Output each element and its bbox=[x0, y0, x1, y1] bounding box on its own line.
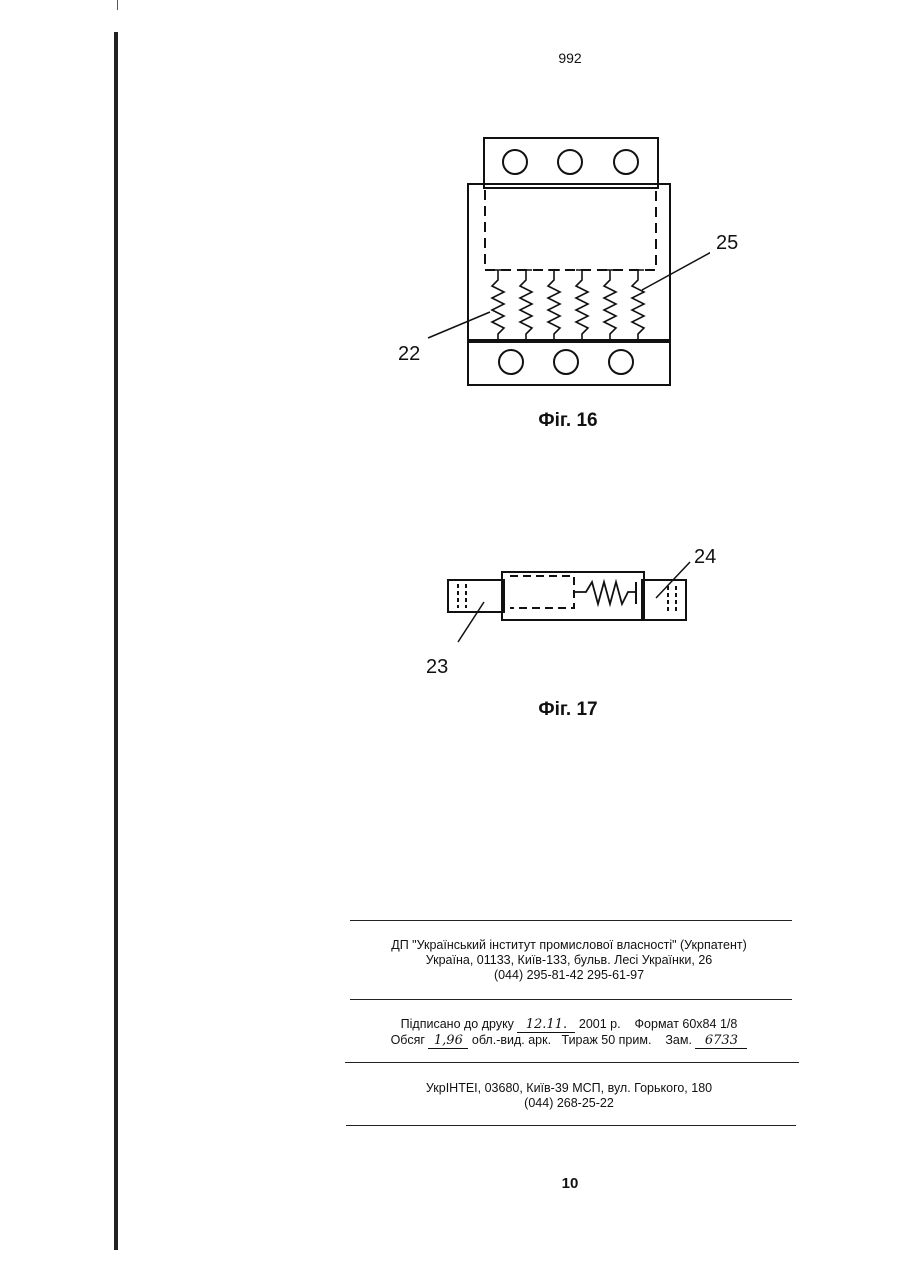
printer-block: УкрІНТЕІ, 03680, Київ-39 МСП, вул. Горьк… bbox=[349, 1081, 789, 1111]
publisher-name: ДП "Український інститут промислової вла… bbox=[349, 938, 789, 953]
colophon-rule-bottom bbox=[346, 1125, 796, 1126]
colophon-rule-top bbox=[350, 920, 792, 921]
figure-16-drawing bbox=[380, 130, 710, 400]
fig16-top-hole-2 bbox=[558, 150, 582, 174]
signed-date: 12.11. bbox=[517, 1017, 575, 1033]
fig16-top-plate bbox=[484, 138, 658, 188]
print-run: Тираж 50 прим. bbox=[561, 1033, 651, 1047]
figure-17-drawing bbox=[440, 560, 720, 670]
publisher-block: ДП "Український інститут промислової вла… bbox=[349, 938, 789, 983]
fig17-spring bbox=[574, 582, 636, 604]
fig16-bottom-hole-1 bbox=[499, 350, 523, 374]
colophon-rule-middle bbox=[350, 999, 792, 1000]
page-number: 10 bbox=[520, 1175, 620, 1192]
margin-tick bbox=[117, 0, 118, 10]
fig16-top-hole-1 bbox=[503, 150, 527, 174]
order-value: 6733 bbox=[695, 1033, 747, 1049]
fig17-left-end bbox=[448, 580, 504, 612]
fig16-springs bbox=[492, 270, 644, 341]
print-details-block: Підписано до друку 12.11. 2001 р. Формат… bbox=[349, 1017, 789, 1049]
order-label: Зам. bbox=[665, 1033, 692, 1047]
colophon-rule-lower bbox=[345, 1062, 799, 1063]
volume-label: Обсяг bbox=[391, 1033, 425, 1047]
fig16-dashed-insert bbox=[485, 190, 656, 270]
fig17-dashed-insert bbox=[510, 576, 574, 608]
printer-phone: (044) 268-25-22 bbox=[349, 1096, 789, 1111]
page-code: 992 bbox=[0, 50, 900, 66]
ref-label-25: 25 bbox=[716, 232, 738, 255]
fig17-right-end bbox=[642, 580, 686, 620]
fig16-bottom-hole-2 bbox=[554, 350, 578, 374]
fig16-top-hole-3 bbox=[614, 150, 638, 174]
figure-17-caption: Фіг. 17 bbox=[468, 699, 668, 721]
signed-label: Підписано до друку bbox=[401, 1017, 514, 1031]
figure-16-caption: Фіг. 16 bbox=[468, 410, 668, 432]
ref-label-23: 23 bbox=[426, 656, 448, 679]
signed-line: Підписано до друку 12.11. 2001 р. Формат… bbox=[349, 1017, 789, 1033]
fig16-leader-22 bbox=[428, 312, 490, 338]
binding-margin-line bbox=[114, 32, 118, 1250]
fig16-bottom-hole-3 bbox=[609, 350, 633, 374]
volume-unit: обл.-вид. арк. bbox=[472, 1033, 551, 1047]
signed-year: 2001 р. bbox=[579, 1017, 621, 1031]
fig17-leader-23 bbox=[458, 602, 484, 642]
ref-label-24: 24 bbox=[694, 546, 716, 569]
fig16-housing bbox=[468, 184, 670, 385]
ref-label-22: 22 bbox=[398, 343, 420, 366]
printer-address: УкрІНТЕІ, 03680, Київ-39 МСП, вул. Горьк… bbox=[349, 1081, 789, 1096]
volume-line: Обсяг 1,96 обл.-вид. арк. Тираж 50 прим.… bbox=[349, 1033, 789, 1049]
volume-value: 1,96 bbox=[428, 1033, 468, 1049]
publisher-phones: (044) 295-81-42 295-61-97 bbox=[349, 968, 789, 983]
format-label: Формат 60х84 1/8 bbox=[635, 1017, 738, 1031]
publisher-address: Україна, 01133, Київ-133, бульв. Лесі Ук… bbox=[349, 953, 789, 968]
